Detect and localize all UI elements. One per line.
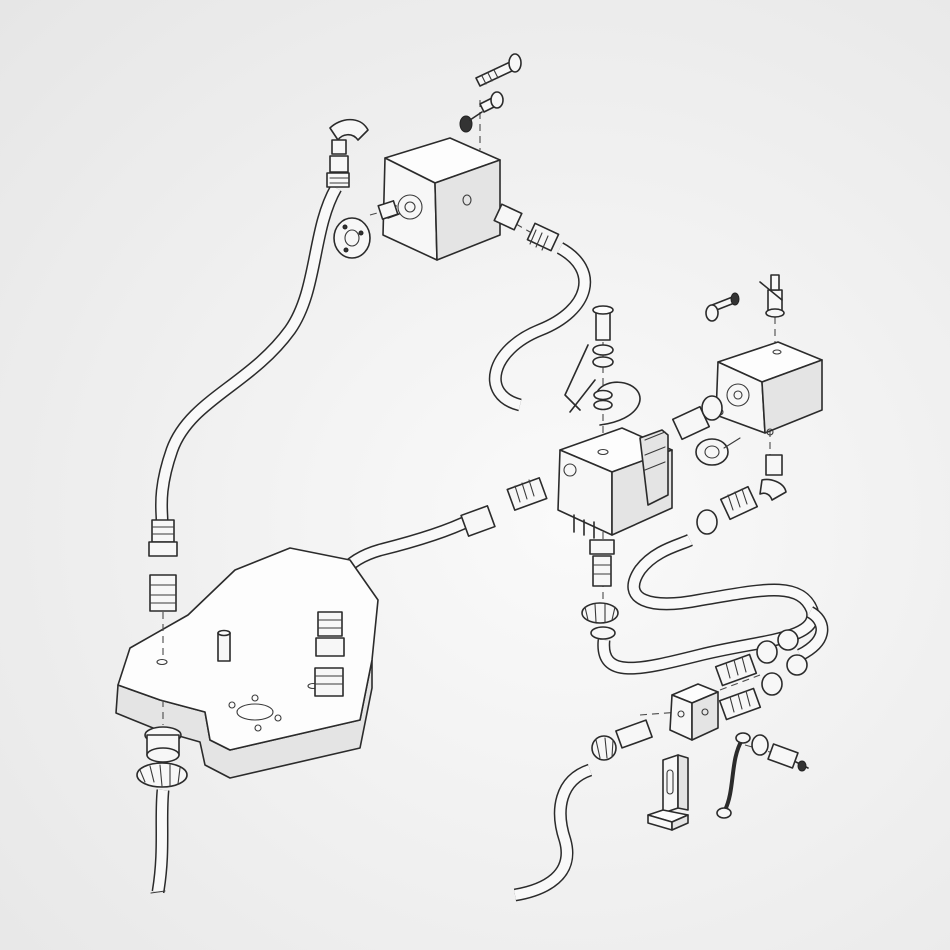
hose-plate-outlet	[150, 789, 170, 894]
center-valve-block	[557, 381, 673, 539]
right-center-couplers	[671, 395, 741, 466]
l-bracket	[647, 754, 689, 831]
right-lower-fittings	[696, 454, 787, 535]
center-hose-fittings	[314, 611, 345, 697]
mounting-plate	[115, 547, 379, 779]
hose-bottom	[513, 763, 593, 902]
manifold-fittings	[591, 629, 808, 761]
right-valve-block	[715, 341, 823, 436]
upper-valve-port	[397, 194, 423, 220]
upper-valve-block	[377, 137, 501, 261]
upper-right-couplers	[493, 203, 560, 252]
small-manifold-block	[669, 683, 719, 741]
center-stack-fittings	[564, 305, 614, 413]
plate-center-hole	[236, 703, 274, 721]
top-screw	[459, 91, 504, 133]
lower-right-sensor	[751, 734, 809, 772]
o-ring-seal	[695, 438, 729, 466]
flange-upper-left	[333, 217, 371, 259]
left-hose-fittings	[148, 519, 178, 612]
top-bolt	[475, 53, 522, 87]
center-bottom-fittings	[581, 539, 619, 640]
right-bolt	[705, 292, 740, 322]
hose-left	[154, 184, 342, 521]
hose-right-loop	[597, 534, 829, 675]
hose-upper-right	[488, 242, 592, 412]
right-top-fitting	[759, 274, 785, 318]
center-left-couplers	[460, 477, 548, 537]
ground-strap	[716, 732, 751, 819]
plate-post	[217, 632, 231, 662]
plate-outlet-fittings	[136, 726, 188, 788]
elbow-fitting-upper-left	[326, 118, 369, 188]
